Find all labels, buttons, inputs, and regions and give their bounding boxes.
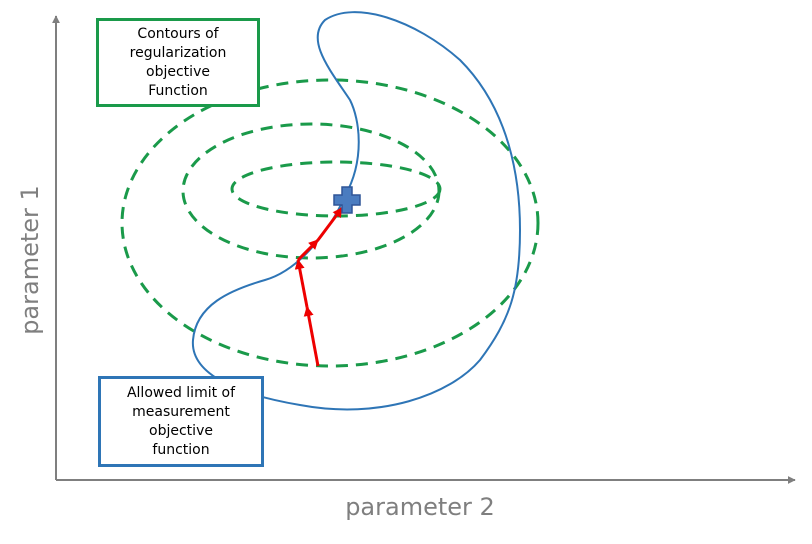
contour-inner — [230, 160, 442, 218]
contour-middle — [181, 122, 441, 260]
y-axis-label: parameter 1 — [16, 185, 44, 335]
path-arrow-2 — [294, 259, 309, 308]
path-arrow-4 — [316, 207, 344, 241]
plus-icon — [333, 186, 361, 214]
path-arrow-1 — [303, 306, 320, 367]
regularization-callout-text: Contours of regularization objective Fun… — [129, 25, 227, 99]
measurement-callout-text: Allowed limit of measurement objective f… — [126, 384, 236, 458]
x-axis-label: parameter 2 — [345, 493, 495, 521]
path-arrow-3 — [296, 238, 320, 262]
optimization-path — [294, 207, 344, 367]
measurement-limit-curve — [191, 11, 522, 411]
regularization-callout: Contours of regularization objective Fun… — [96, 18, 260, 107]
contour-outer — [120, 78, 540, 368]
measurement-callout: Allowed limit of measurement objective f… — [98, 376, 264, 467]
